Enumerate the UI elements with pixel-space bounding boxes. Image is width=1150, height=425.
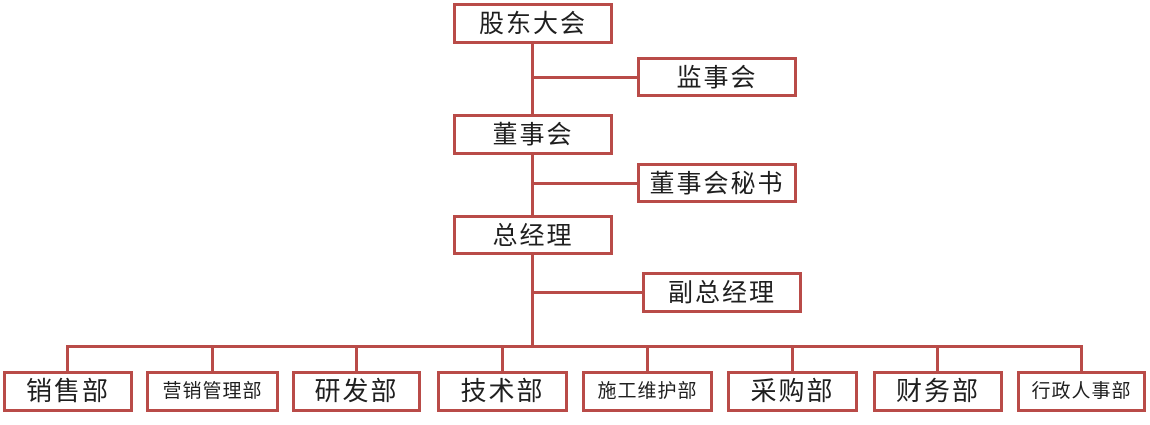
connector-supervisory-branch	[531, 76, 637, 79]
connector-gm-departments-spine	[531, 255, 534, 348]
connector-deputy-branch	[531, 291, 642, 294]
node-dept-sales: 销售部	[3, 371, 133, 412]
connector-departments-rail	[66, 345, 1083, 348]
node-dept-rnd: 研发部	[292, 371, 421, 412]
connector-drop-sales	[66, 345, 69, 371]
connector-drop-finance	[936, 345, 939, 371]
node-dept-admin-hr: 行政人事部	[1017, 371, 1146, 412]
connector-board-gm	[531, 155, 534, 215]
node-shareholders-meeting: 股东大会	[453, 3, 613, 44]
node-supervisory-board: 监事会	[637, 57, 797, 97]
node-dept-marketing-management: 营销管理部	[146, 371, 279, 412]
connector-drop-hr	[1080, 345, 1083, 371]
connector-secretary-branch	[531, 182, 637, 185]
node-dept-procurement: 采购部	[727, 371, 858, 412]
connector-drop-rnd	[355, 345, 358, 371]
node-board-secretary: 董事会秘书	[637, 163, 797, 203]
connector-drop-procurement	[791, 345, 794, 371]
node-dept-construction-maintenance: 施工维护部	[582, 371, 713, 412]
connector-drop-tech	[501, 345, 504, 371]
node-dept-technology: 技术部	[437, 371, 568, 412]
connector-shareholders-board	[531, 44, 534, 114]
connector-drop-marketing	[211, 345, 214, 371]
node-board-of-directors: 董事会	[453, 114, 613, 155]
node-dept-finance: 财务部	[873, 371, 1003, 412]
node-deputy-general-manager: 副总经理	[642, 272, 802, 313]
connector-drop-construction	[646, 345, 649, 371]
node-general-manager: 总经理	[453, 215, 613, 255]
